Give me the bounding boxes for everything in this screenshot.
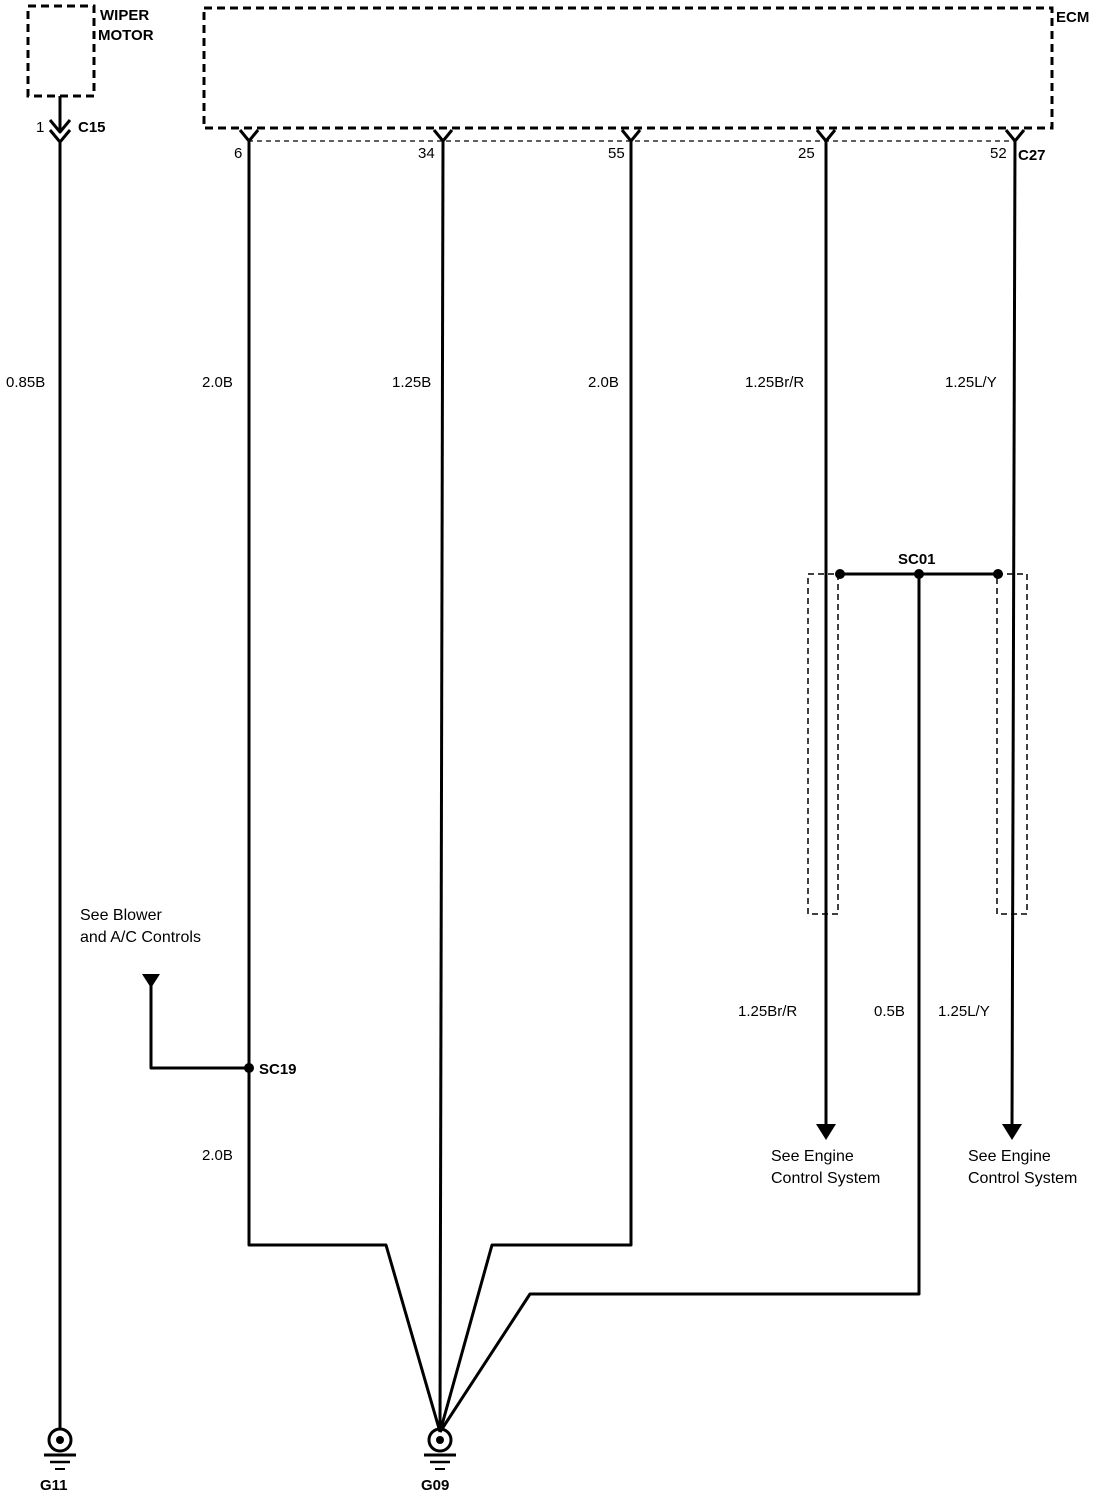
blower-note-line2: and A/C Controls xyxy=(80,929,201,946)
pin55-wire-label: 2.0B xyxy=(588,374,619,391)
ecm-pin-chevrons xyxy=(238,129,1026,143)
pin55-wire xyxy=(438,141,633,1433)
ecm-label: ECM xyxy=(1056,9,1089,26)
engine-note-left-line2: Control System xyxy=(771,1170,880,1187)
ecm-pin-25: 25 xyxy=(798,145,815,162)
c15-connector-label: C15 xyxy=(78,119,106,136)
sc01-ground-wire xyxy=(438,574,921,1433)
shield-right-outline xyxy=(996,573,1028,915)
pin34-wire xyxy=(438,140,445,1433)
sc01-ground-wire-label: 0.5B xyxy=(874,1003,905,1020)
shield-left-outline xyxy=(807,573,839,915)
pin34-wire-label: 1.25B xyxy=(392,374,431,391)
pin25-wire-upper-label: 1.25Br/R xyxy=(745,374,804,391)
c27-connector-label: C27 xyxy=(1018,147,1046,164)
engine-note-left-line1: See Engine xyxy=(771,1148,854,1165)
blower-arrow-icon xyxy=(142,974,160,988)
ground-g09-label: G09 xyxy=(421,1477,449,1494)
engine-note-right-line2: Control System xyxy=(968,1170,1077,1187)
sc01-splice-label: SC01 xyxy=(898,551,936,568)
ecm-pin-52: 52 xyxy=(990,145,1007,162)
sc19-node xyxy=(244,1063,254,1073)
ground-g11-label: G11 xyxy=(40,1477,68,1494)
ecm-pin-6: 6 xyxy=(234,145,242,162)
blower-branch-wire xyxy=(149,984,249,1070)
pin6-wire xyxy=(247,141,442,1433)
sc01-left-node xyxy=(835,569,845,579)
wiper-motor-box xyxy=(26,4,96,98)
sc19-splice-label: SC19 xyxy=(259,1061,297,1078)
ground-g09-icon xyxy=(424,1427,456,1470)
wiper-ground-wire-label: 0.85B xyxy=(6,374,45,391)
wiper-motor-label-2: MOTOR xyxy=(98,27,154,44)
blower-note-line1: See Blower xyxy=(80,907,162,924)
pin52-wire-upper-label: 1.25L/Y xyxy=(945,374,997,391)
wiper-motor-label-1: WIPER xyxy=(100,7,149,24)
engine-note-right-line1: See Engine xyxy=(968,1148,1051,1165)
pin25-wire-lower-label: 1.25Br/R xyxy=(738,1003,797,1020)
ecm-box xyxy=(202,6,1054,130)
ecm-pin-55: 55 xyxy=(608,145,625,162)
ecm-pin-34: 34 xyxy=(418,145,435,162)
c15-pin-label: 1 xyxy=(36,119,44,136)
ground-g11-icon xyxy=(44,1427,76,1470)
pin25-arrow-icon xyxy=(816,1124,836,1140)
pin6-wire-label: 2.0B xyxy=(202,374,233,391)
pin52-arrow-icon xyxy=(1002,1124,1022,1140)
pin52-wire xyxy=(1010,140,1017,1129)
sc19-lower-wire-label: 2.0B xyxy=(202,1147,233,1164)
pin52-wire-lower-label: 1.25L/Y xyxy=(938,1003,990,1020)
